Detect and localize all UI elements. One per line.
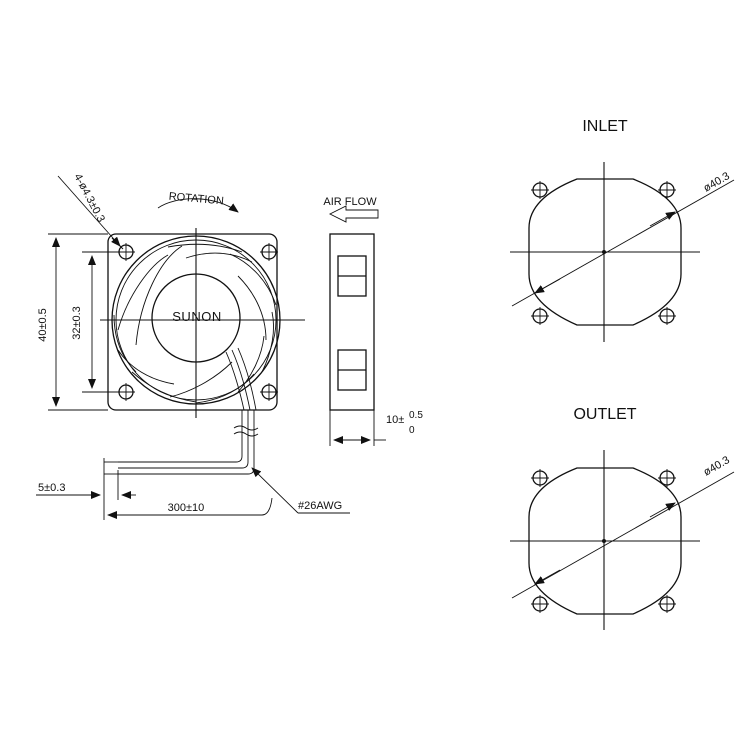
wire-gauge-leader bbox=[251, 467, 350, 514]
height-pitch-dimension bbox=[82, 251, 118, 393]
air-flow-arrow bbox=[328, 205, 379, 223]
inlet-title: INLET bbox=[582, 118, 628, 135]
inlet-opening-outline bbox=[528, 178, 682, 326]
height-outer-dimension bbox=[48, 233, 108, 411]
lead-strip-dimension bbox=[36, 458, 136, 520]
side-view-body bbox=[329, 233, 375, 411]
air-flow-label: AIR FLOW bbox=[323, 196, 377, 208]
hole-spec-label: 4-ø4.3±0.3 bbox=[71, 172, 107, 225]
outlet-title: OUTLET bbox=[573, 406, 636, 423]
lead-length-dimension bbox=[107, 497, 273, 519]
lead-length-label: 300±10 bbox=[168, 502, 205, 514]
lead-wires bbox=[104, 410, 259, 475]
outlet-view bbox=[510, 450, 735, 630]
outlet-diameter-leader bbox=[511, 471, 735, 599]
thickness-label: 10± bbox=[386, 414, 404, 426]
inlet-mounting-holes bbox=[531, 181, 676, 325]
outlet-diameter-label: ø40.3 bbox=[702, 454, 732, 478]
thickness-dimension bbox=[329, 410, 386, 446]
rotation-arrow bbox=[157, 198, 239, 213]
wire-gauge-label: #26AWG bbox=[298, 500, 342, 512]
inlet-view bbox=[510, 162, 735, 342]
height-pitch-label: 32±0.3 bbox=[71, 306, 83, 340]
mounting-hole-top-right bbox=[260, 243, 278, 261]
hole-spec-leader bbox=[57, 175, 121, 247]
front-view: SUNON bbox=[100, 228, 305, 418]
inlet-diameter-label: ø40.3 bbox=[702, 170, 732, 194]
mounting-hole-top-left bbox=[117, 243, 135, 261]
thickness-upper-tolerance: 0.5 bbox=[409, 410, 423, 421]
fan-frame bbox=[107, 233, 278, 411]
side-view bbox=[329, 233, 375, 411]
thickness-lower-tolerance: 0 bbox=[409, 425, 415, 436]
lead-wire-exit bbox=[225, 347, 257, 411]
lead-strip-label: 5±0.3 bbox=[38, 482, 65, 494]
brand-label: SUNON bbox=[172, 309, 221, 324]
rotation-label: ROTATION bbox=[168, 191, 224, 208]
mounting-hole-bottom-left bbox=[117, 383, 135, 401]
outlet-opening-outline bbox=[528, 467, 682, 615]
mounting-hole-bottom-right bbox=[260, 383, 278, 401]
height-outer-label: 40±0.5 bbox=[37, 308, 49, 342]
outlet-mounting-holes bbox=[531, 469, 676, 613]
